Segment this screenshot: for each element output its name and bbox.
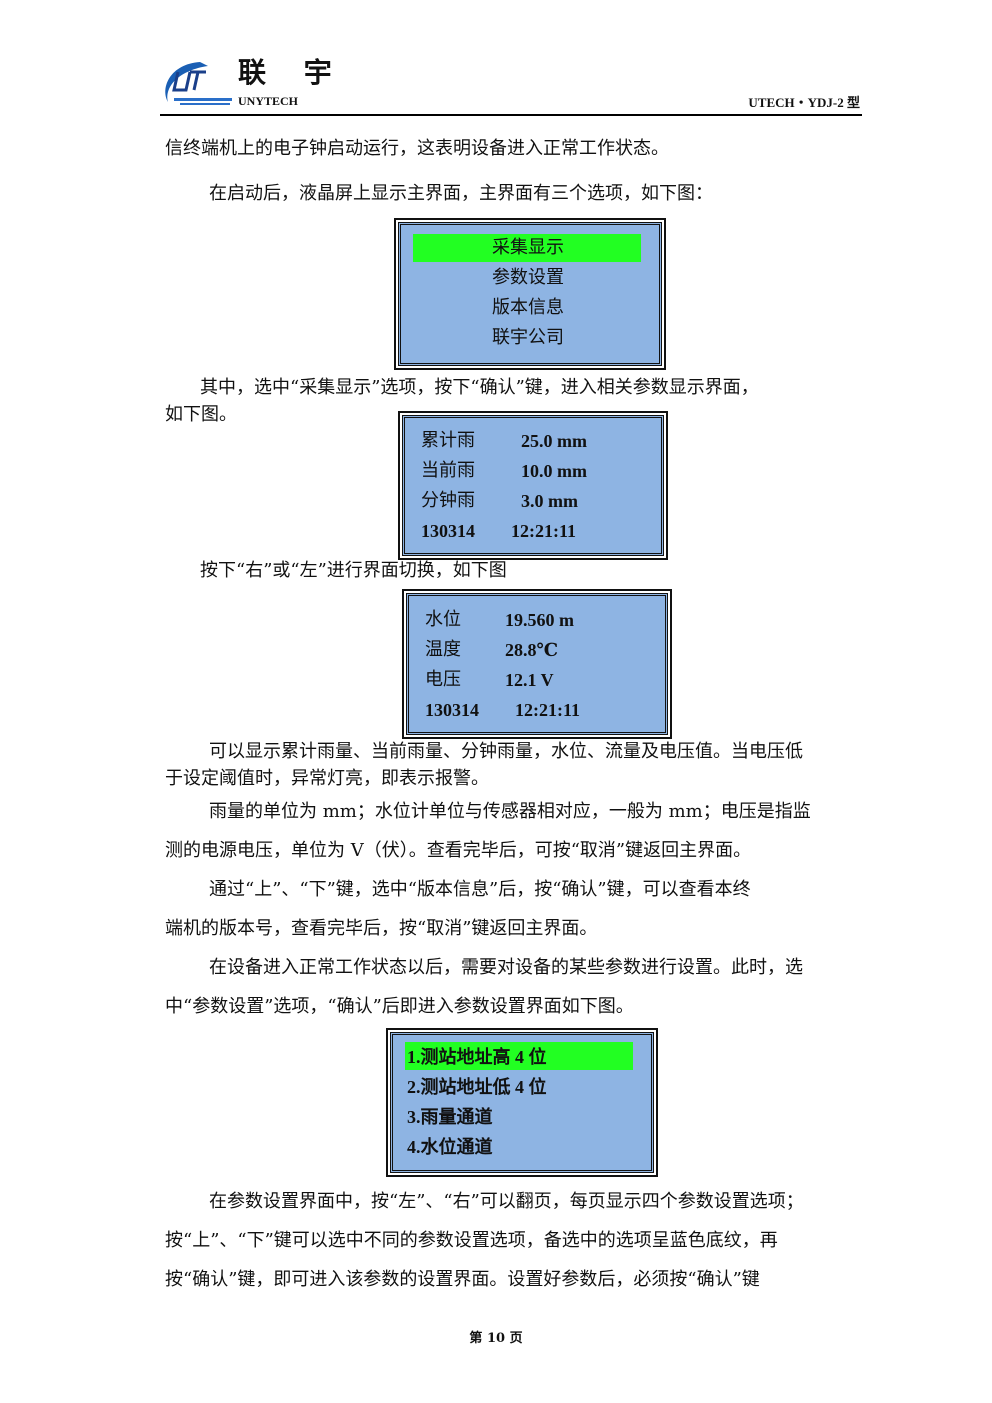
logo-english-name: UNYTECH bbox=[238, 94, 299, 108]
paragraph-line: 可以显示累计雨量、当前雨量、分钟雨量，水位、流量及电压值。当电压低 bbox=[209, 741, 803, 762]
paragraph-line: 在启动后，液晶屏上显示主界面，主界面有三个选项，如下图： bbox=[209, 183, 713, 204]
menu-item: 采集显示 bbox=[492, 237, 564, 258]
logo-chinese-name: 联 宇 bbox=[238, 56, 346, 89]
header-divider bbox=[160, 114, 862, 116]
time-value: 12:21:11 bbox=[511, 521, 576, 541]
paragraph-line: 按下“右”或“左”进行界面切换，如下图 bbox=[200, 560, 507, 581]
level-data-screen: 水位 19.560 m 温度 28.8℃ 电压 12.1 V 130314 12… bbox=[402, 589, 672, 739]
paragraph-line: 端机的版本号，查看完毕后，按“取消”键返回主界面。 bbox=[165, 918, 598, 939]
paragraph-line: 信终端机上的电子钟启动运行，这表明设备进入正常工作状态。 bbox=[165, 138, 669, 159]
unytech-logo-icon bbox=[165, 62, 232, 105]
date-value: 130314 bbox=[425, 700, 479, 720]
time-value: 12:21:11 bbox=[515, 700, 580, 720]
row-value: 19.560 m bbox=[505, 610, 574, 630]
row-value: 25.0 mm bbox=[521, 431, 587, 451]
row-label: 电压 bbox=[425, 669, 461, 690]
row-label: 水位 bbox=[425, 609, 461, 630]
date-value: 130314 bbox=[421, 521, 475, 541]
paragraph-line: 按“上”、“下”键可以选中不同的参数设置选项，备选中的选项呈蓝色底纹，再 bbox=[165, 1230, 778, 1251]
row-value: 12.1 V bbox=[505, 670, 554, 690]
menu-item: 版本信息 bbox=[492, 297, 564, 318]
row-label: 累计雨 bbox=[421, 430, 475, 451]
model-label: UTECH・YDJ-2 型 bbox=[748, 95, 860, 110]
selection-highlight bbox=[413, 234, 641, 262]
paragraph-line: 按“确认”键，即可进入该参数的设置界面。设置好参数后，必须按“确认”键 bbox=[165, 1269, 760, 1290]
menu-item: 联宇公司 bbox=[492, 327, 564, 348]
menu-item: 参数设置 bbox=[492, 267, 564, 288]
row-label: 当前雨 bbox=[421, 460, 475, 481]
row-label: 分钟雨 bbox=[421, 490, 475, 511]
paragraph-line: 雨量的单位为 mm；水位计单位与传感器相对应，一般为 mm；电压是指监 bbox=[209, 801, 811, 822]
paragraph-line: 测的电源电压，单位为 V（伏）。查看完毕后，可按“取消”键返回主界面。 bbox=[165, 840, 752, 861]
paragraph-line: 如下图。 bbox=[165, 404, 237, 425]
paragraph-line: 在参数设置界面中，按“左”、“右”可以翻页，每页显示四个参数设置选项； bbox=[209, 1191, 804, 1212]
page-number: 第 10 页 bbox=[469, 1331, 523, 1346]
main-menu-screen: 采集显示 参数设置 版本信息 联宇公司 bbox=[394, 218, 666, 370]
param-item: 1.测站地址高 4 位 bbox=[407, 1047, 547, 1067]
paragraph-line: 通过“上”、“下”键，选中“版本信息”后，按“确认”键，可以查看本终 bbox=[209, 879, 751, 900]
param-item: 2.测站地址低 4 位 bbox=[407, 1077, 547, 1097]
rain-data-screen: 累计雨 25.0 mm 当前雨 10.0 mm 分钟雨 3.0 mm 13031… bbox=[398, 411, 668, 560]
selection-highlight bbox=[405, 1042, 633, 1070]
paragraph-line: 中“参数设置”选项，“确认”后即进入参数设置界面如下图。 bbox=[165, 996, 634, 1017]
row-label: 温度 bbox=[425, 639, 461, 660]
paragraph-line: 在设备进入正常工作状态以后，需要对设备的某些参数进行设置。此时，选 bbox=[209, 957, 803, 978]
paragraph-line: 于设定阈值时，异常灯亮，即表示报警。 bbox=[165, 768, 489, 789]
parameter-settings-screen: 1.测站地址高 4 位 2.测站地址低 4 位 3.雨量通道 4.水位通道 bbox=[386, 1028, 658, 1177]
row-value: 3.0 mm bbox=[521, 491, 578, 511]
row-value: 28.8℃ bbox=[505, 640, 559, 660]
row-value: 10.0 mm bbox=[521, 461, 587, 481]
param-item: 3.雨量通道 bbox=[407, 1107, 493, 1127]
paragraph-line: 其中，选中“采集显示”选项，按下“确认”键，进入相关参数显示界面， bbox=[200, 377, 759, 398]
param-item: 4.水位通道 bbox=[407, 1137, 493, 1157]
